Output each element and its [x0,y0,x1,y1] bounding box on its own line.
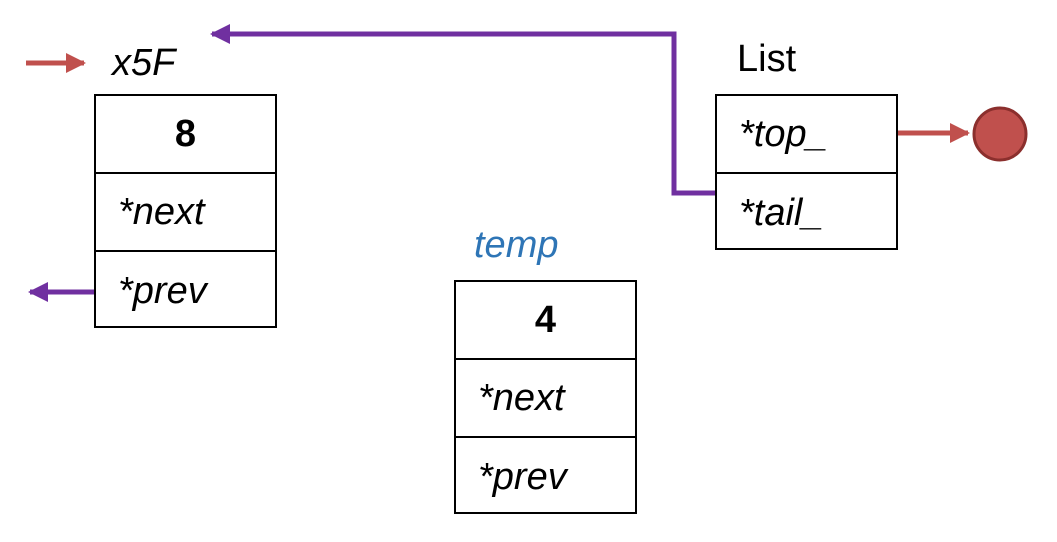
node-temp: 4 *next *prev [454,280,637,514]
temp-prev-cell: *prev [478,455,567,498]
tail-pointer-arrow [210,24,716,196]
list-top-cell: *top_ [717,96,896,174]
temp-label: temp [474,224,559,266]
list-struct: *top_ *tail_ [715,94,898,250]
node-prev-cell: *prev [118,269,207,312]
temp-next-cell: *next [456,360,635,438]
list-tail-cell: *tail_ [739,191,824,234]
node-next-cell: *next [96,174,275,252]
list-title: List [737,38,797,80]
temp-value-cell: 4 [456,282,635,360]
node-address-label: x5F [112,42,176,84]
node-value-cell: 8 [96,96,275,174]
null-pointer-dot [972,106,1028,162]
node-x5f: 8 *next *prev [94,94,277,328]
